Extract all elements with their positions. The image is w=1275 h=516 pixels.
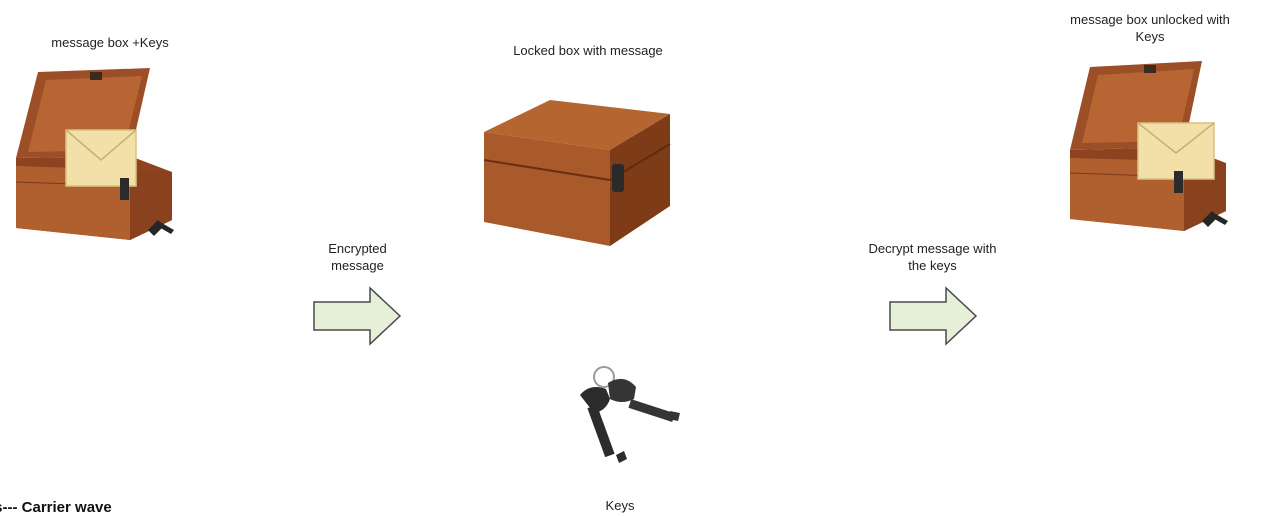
left-box-label: message box +Keys <box>30 34 190 51</box>
footer-partial-text: Is--- Carrier wave <box>0 499 112 516</box>
locked-box-center <box>480 98 675 248</box>
arrow-decrypt <box>888 286 980 346</box>
open-box-with-envelope-left <box>8 60 188 255</box>
keys-label: Keys <box>590 497 650 514</box>
center-box-label: Locked box with message <box>478 42 698 59</box>
keys-icon <box>570 365 690 475</box>
arrow2-label: Decrypt message with the keys <box>865 240 1000 274</box>
open-box-with-envelope-right <box>1060 55 1240 250</box>
arrow1-label: Encrypted message <box>320 240 395 274</box>
arrow-encrypted <box>312 286 404 346</box>
right-box-label: message box unlocked with Keys <box>1060 11 1240 45</box>
